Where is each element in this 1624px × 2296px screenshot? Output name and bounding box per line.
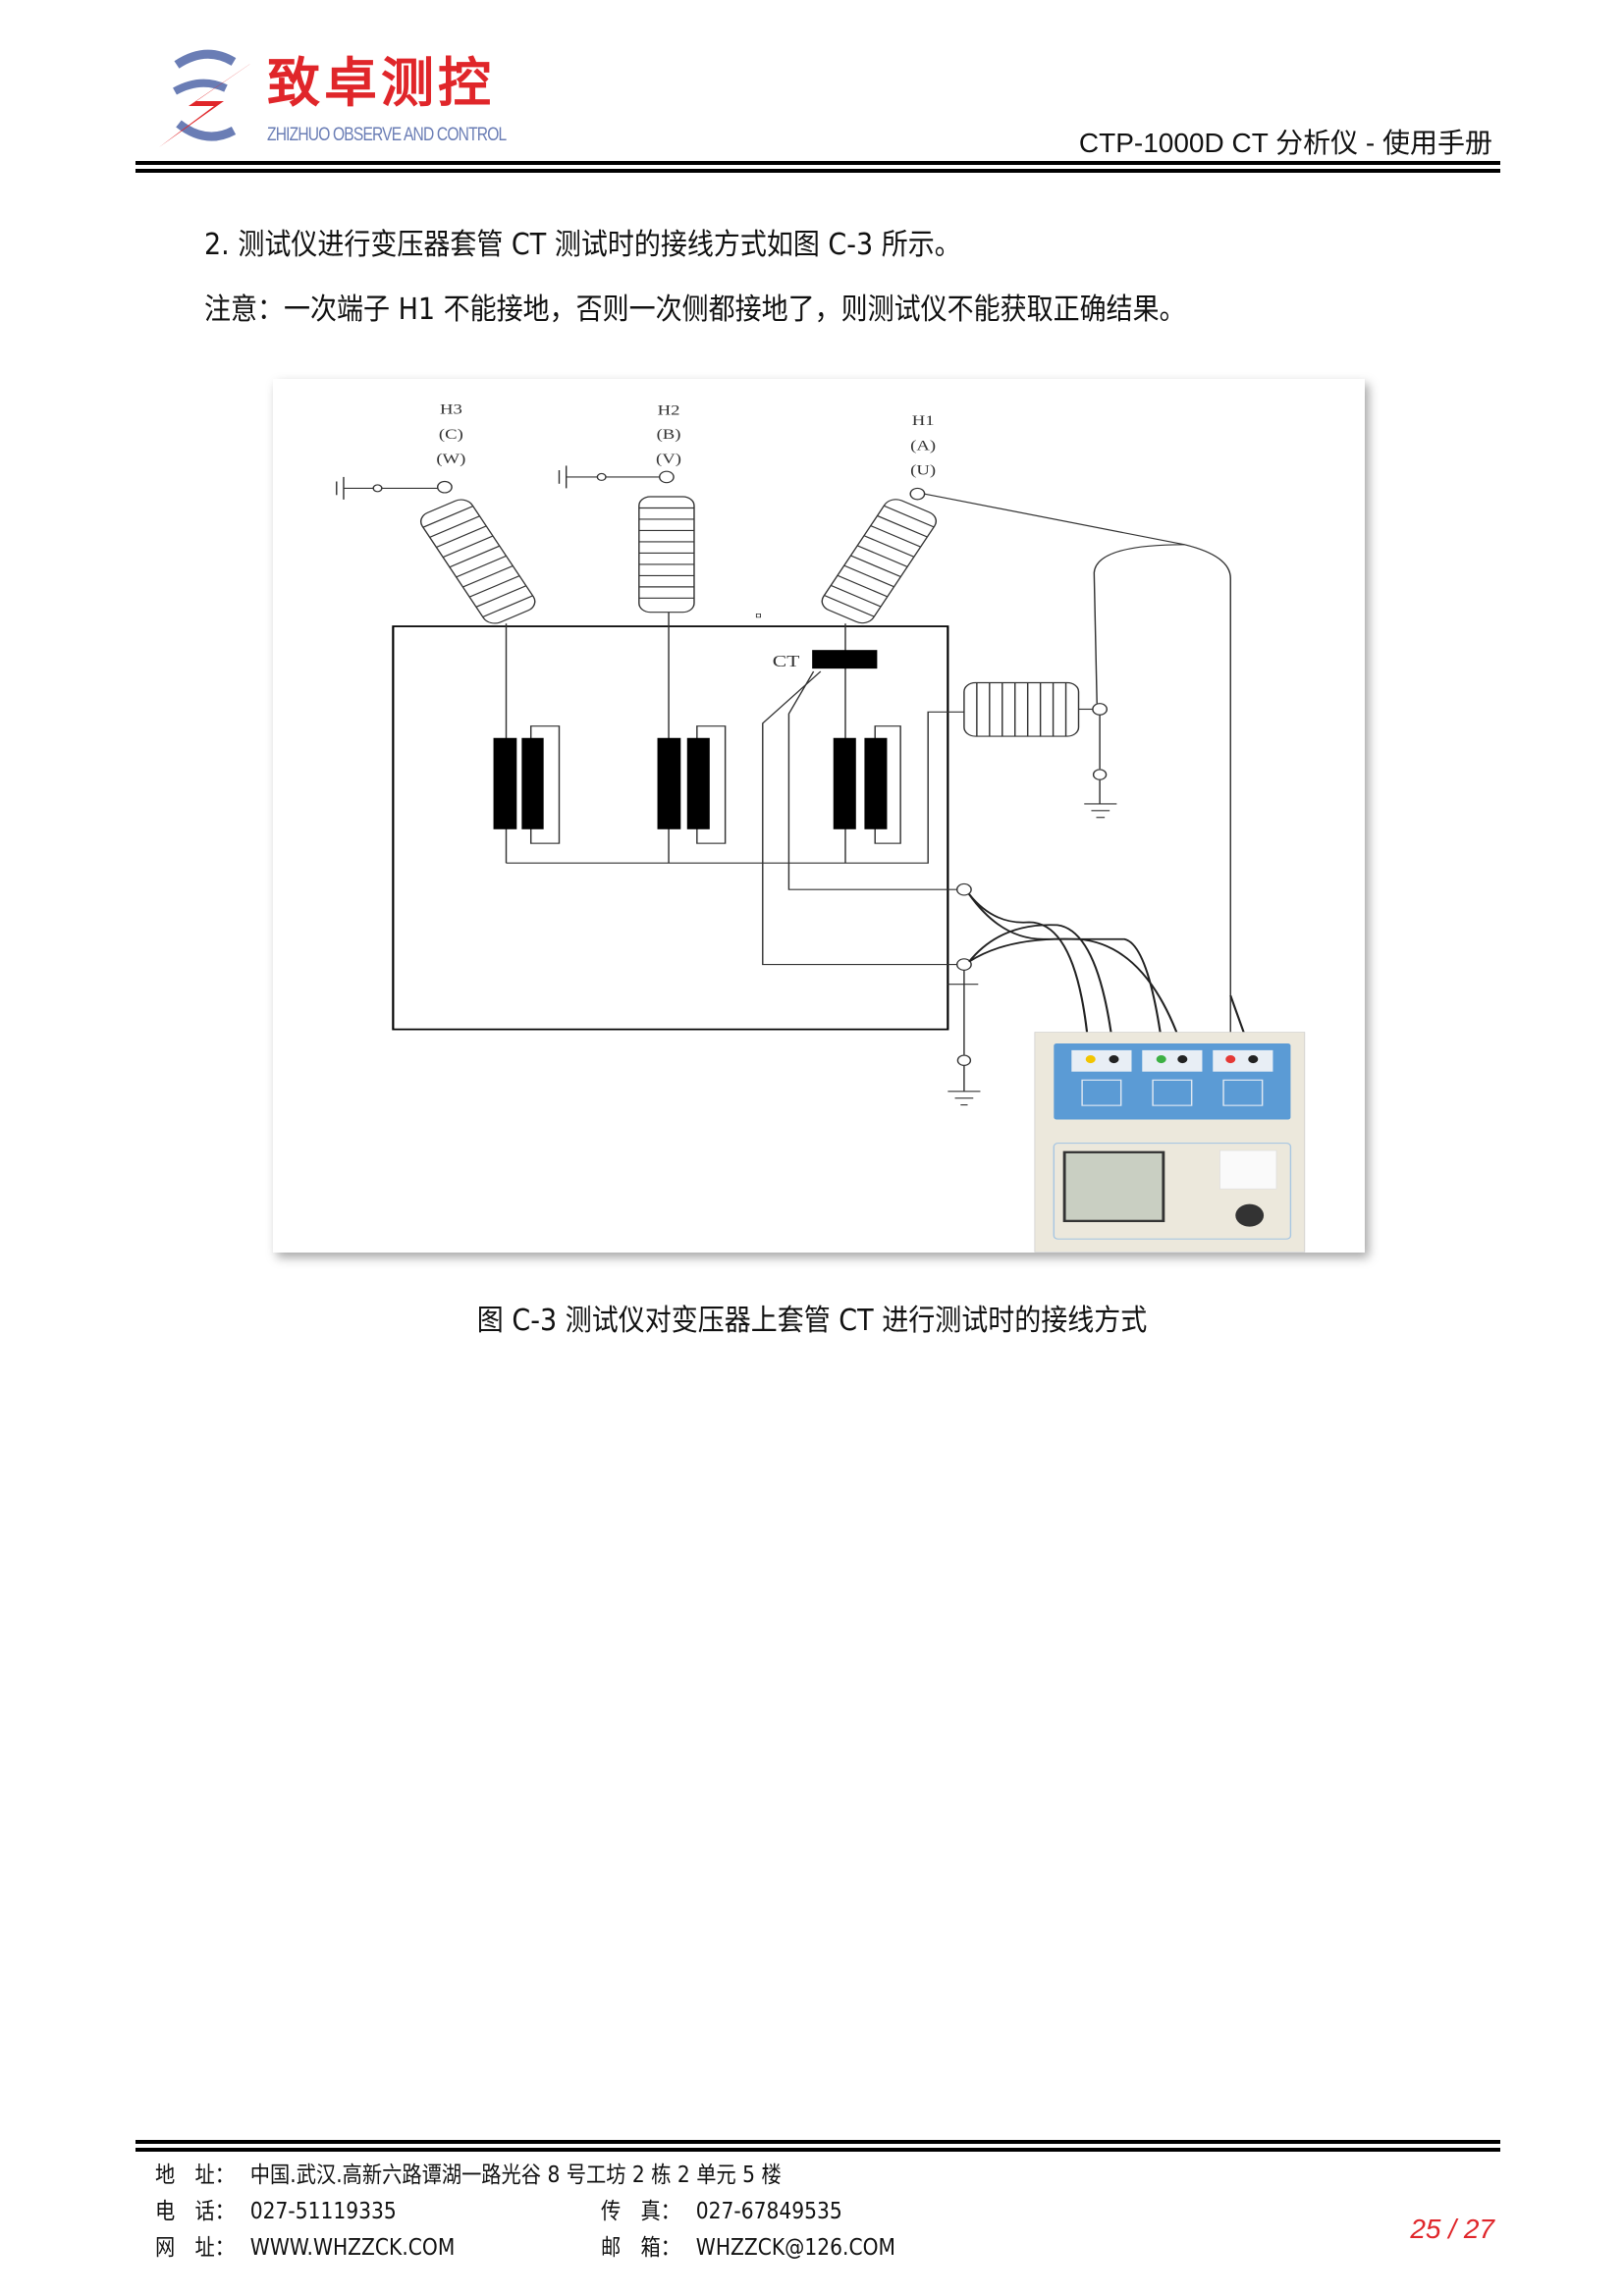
figure-caption: 图 C-3 测试仪对变压器上套管 CT 进行测试时的接线方式 (476, 1304, 1148, 1338)
label-ct: CT (773, 653, 800, 671)
document-title: CTP-1000D CT 分析仪 - 使用手册 (1078, 128, 1492, 158)
logo-text-cn: 致卓测控 (267, 52, 495, 114)
footer-email: 邮 箱： WHZZCK@126.COM (601, 2234, 895, 2262)
label-h2: H2 (658, 402, 680, 419)
label-h3-phase: (C) (439, 426, 463, 443)
label-h1-alt: (U) (910, 461, 936, 478)
address-label: 地 址： (155, 2163, 235, 2188)
footer-address: 地 址： 中国.武汉.高新六路谭湖一路光谷 8 号工坊 2 栋 2 单元 5 楼 (155, 2162, 782, 2189)
ct-core (812, 650, 878, 669)
label-h1-phase: (A) (910, 437, 936, 454)
email-label: 邮 箱： (601, 2235, 680, 2261)
terminal-h1 (909, 487, 926, 501)
logo-text-en: ZHIZHUO OBSERVE AND CONTROL (267, 125, 507, 145)
wiring-diagram-figure: H3 (C) (W) H2 (B) (V) H1 (A) (U) CT (273, 379, 1365, 1253)
label-h3: H3 (440, 400, 462, 417)
ct-analyzer-instrument (1034, 1032, 1306, 1253)
wiring-diagram: H3 (C) (W) H2 (B) (V) H1 (A) (U) CT (336, 400, 1306, 1253)
web-label: 网 址： (155, 2235, 235, 2261)
footer-rule (135, 2140, 1500, 2144)
terminal-h2 (658, 470, 675, 484)
footer-rule (135, 2148, 1500, 2152)
page-number: 25 / 27 (1410, 2214, 1494, 2244)
logo (157, 47, 265, 150)
web-link[interactable]: WWW.WHZZCK.COM (249, 2235, 456, 2261)
bushing-h2 (638, 496, 695, 614)
label-h2-phase: (B) (657, 426, 681, 443)
logo-mark-icon (159, 49, 263, 147)
label-h2-alt: (V) (656, 451, 681, 467)
footer-fax: 传 真： 027-67849535 (601, 2198, 842, 2225)
bushing-h1 (821, 499, 938, 624)
terminal-h3 (436, 480, 453, 494)
windings (493, 614, 888, 829)
email-link[interactable]: WHZZCK@126.COM (695, 2235, 896, 2261)
transformer-tank (392, 625, 949, 1031)
bushing-side (963, 681, 1080, 737)
label-h1: H1 (912, 412, 935, 429)
footer-phone: 电 话： 027-51119335 (155, 2198, 397, 2225)
label-h3-alt: (W) (436, 451, 465, 467)
paragraph: 2. 测试仪进行变压器套管 CT 测试时的接线方式如图 C-3 所示。 (204, 228, 961, 262)
bushing-h3 (419, 499, 536, 624)
fax-label: 传 真： (601, 2199, 680, 2224)
address-value: 中国.武汉.高新六路谭湖一路光谷 8 号工坊 2 栋 2 单元 5 楼 (249, 2163, 782, 2188)
fax-value: 027-67849535 (695, 2199, 842, 2224)
header-rule (135, 169, 1500, 173)
phone-label: 电 话： (155, 2199, 235, 2224)
note-paragraph: 注意：一次端子 H1 不能接地，否则一次侧都接地了，则测试仪不能获取正确结果。 (204, 293, 1186, 327)
footer-web: 网 址： WWW.WHZZCK.COM (155, 2234, 455, 2262)
header-rule (135, 161, 1500, 165)
phone-value: 027-51119335 (249, 2199, 397, 2224)
